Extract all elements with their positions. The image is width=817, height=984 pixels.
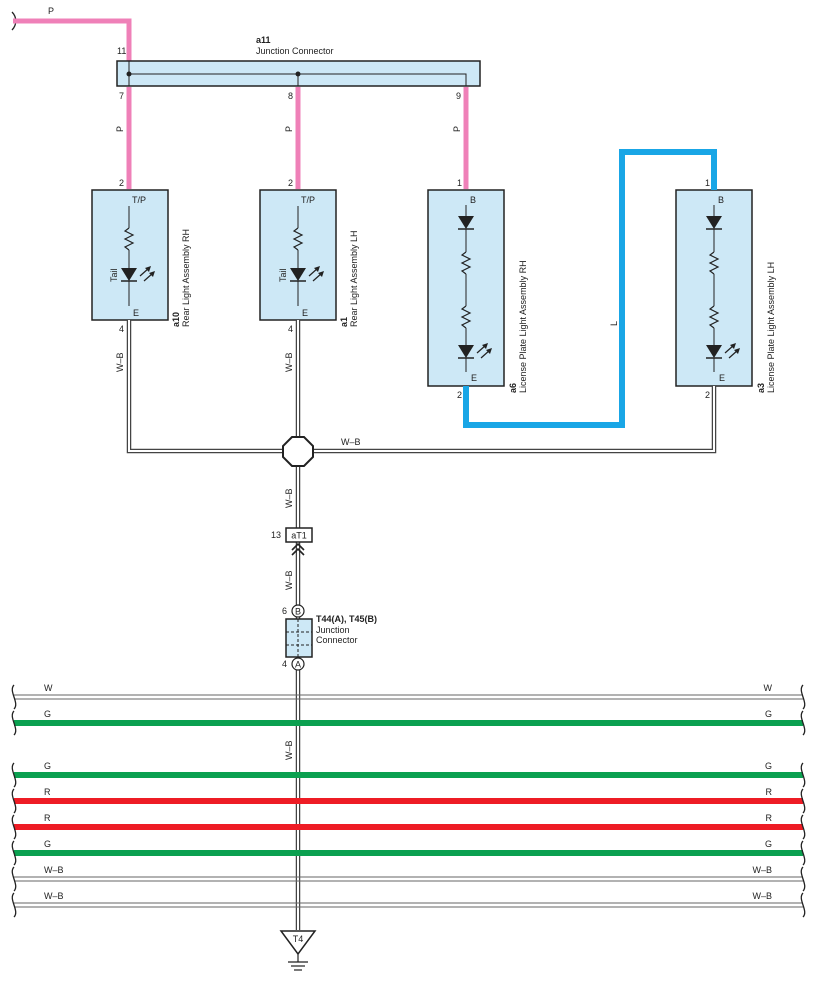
t44-pin-a: 4 <box>282 659 287 669</box>
rear-light-assembly-lh: T/P E Tail 2 4 a1 Rear Light Assembly LH <box>259 178 359 334</box>
plate-rh-name: License Plate Light Assembly RH <box>518 260 528 393</box>
at1-code: aT1 <box>291 531 307 541</box>
junction-connector-a11: a11 Junction Connector 11 7 8 9 <box>116 35 481 101</box>
plate-rh-e-label: E <box>471 373 477 383</box>
t44-code: T44(A), T45(B) <box>316 614 377 624</box>
wire-p-rear-lh: P <box>284 126 294 132</box>
license-plate-light-rh: B E 1 2 a6 License Plate Light Assembly … <box>427 178 528 400</box>
t44-mark-a: A <box>295 660 301 670</box>
led-emission-arrows-icon <box>724 343 740 359</box>
rear-rh-tp-label: T/P <box>132 195 146 205</box>
pink-drop-wires: P P P <box>115 87 469 189</box>
bus-wire-label-left: W <box>44 683 53 693</box>
wire-wb-lower: W–B <box>284 740 294 760</box>
ground-icon <box>288 954 308 971</box>
led-emission-arrows-icon <box>308 266 324 282</box>
bus-wire-label-left: R <box>44 787 51 797</box>
t44-pin-b: 6 <box>282 606 287 616</box>
bus-wire-label-left: W–B <box>44 865 64 875</box>
license-plate-light-lh: B E 1 2 a3 License Plate Light Assembly … <box>675 178 776 400</box>
at1-pin: 13 <box>271 530 281 540</box>
plate-lh-name: License Plate Light Assembly LH <box>766 262 776 393</box>
wire-wb-rear-lh: W–B <box>284 352 294 372</box>
rear-light-assembly-rh: T/P E Tail 2 4 a10 Rear Light Assembly R… <box>91 178 191 334</box>
plate-lh-pin-bottom: 2 <box>705 390 710 400</box>
rear-rh-tail-label: Tail <box>109 268 119 282</box>
blue-wire-color-label: L <box>609 321 619 326</box>
ground-t4: T4 <box>279 930 317 971</box>
bus-wire-label-right: G <box>765 839 772 849</box>
t44-name-line2: Connector <box>316 635 358 645</box>
a11-code: a11 <box>256 35 271 45</box>
bus-wire-label-right: R <box>766 787 773 797</box>
bus-wire-label-right: W–B <box>752 865 772 875</box>
blue-l-wire: L <box>463 149 717 428</box>
rear-rh-e-label: E <box>133 308 139 318</box>
bus-wire: W–B W–B <box>11 865 806 892</box>
rear-rh-code: a10 <box>171 312 181 327</box>
led-emission-arrows-icon <box>139 266 155 282</box>
plate-rh-pin-top: 1 <box>457 178 462 188</box>
rear-lh-pin-bottom: 4 <box>288 324 293 334</box>
plate-lh-pin-top: 1 <box>705 178 710 188</box>
bus-wire-label-left: W–B <box>44 891 64 901</box>
bus-wire-label-right: W–B <box>752 891 772 901</box>
bus-wire-label-left: G <box>44 761 51 771</box>
chevron-up-icon <box>291 542 305 556</box>
bus-wire-label-right: G <box>765 761 772 771</box>
bus-wire-label-left: G <box>44 839 51 849</box>
bus-wire: W–B W–B <box>11 891 806 918</box>
plate-rh-code: a6 <box>508 383 518 393</box>
bus-wire-label-right: R <box>766 813 773 823</box>
splice-wire-label: W–B <box>341 437 361 447</box>
t44-mark-b: B <box>295 607 301 617</box>
a11-pin-9: 9 <box>456 91 461 101</box>
a11-name: Junction Connector <box>256 46 334 56</box>
wire-wb-rear-rh: W–B <box>115 352 125 372</box>
plate-lh-e-label: E <box>719 373 725 383</box>
wire-p-rear-rh: P <box>115 126 125 132</box>
a11-pin-8: 8 <box>288 91 293 101</box>
rear-rh-name: Rear Light Assembly RH <box>181 229 191 327</box>
ground-code: T4 <box>293 934 304 944</box>
rear-lh-e-label: E <box>302 308 308 318</box>
rear-lh-tp-label: T/P <box>301 195 315 205</box>
splice-point-icon <box>282 436 314 467</box>
rear-rh-pin-bottom: 4 <box>119 324 124 334</box>
plate-rh-pin-bottom: 2 <box>457 390 462 400</box>
rear-lh-name: Rear Light Assembly LH <box>349 230 359 327</box>
bus-wire-label-right: W <box>764 683 773 693</box>
plate-lh-b-label: B <box>718 195 724 205</box>
a11-pin-7: 7 <box>119 91 124 101</box>
t44-name-line1: Junction <box>316 625 350 635</box>
wire-p-plate-rh: P <box>452 126 462 132</box>
wire-wb-middle: W–B <box>284 570 294 590</box>
rear-lh-code: a1 <box>339 317 349 327</box>
wire-wb-upper: W–B <box>284 488 294 508</box>
rear-lh-tail-label: Tail <box>278 268 288 282</box>
top-feed-wire: P <box>11 6 132 62</box>
rear-rh-pin-top: 2 <box>119 178 124 188</box>
bus-wire-label-left: G <box>44 709 51 719</box>
bus-wire-label-right: G <box>765 709 772 719</box>
rear-lh-pin-top: 2 <box>288 178 293 188</box>
plate-lh-code: a3 <box>756 383 766 393</box>
led-emission-arrows-icon <box>476 343 492 359</box>
connector-at1: aT1 13 <box>271 527 313 556</box>
bus-wire-label-left: R <box>44 813 51 823</box>
junction-connector-t44-t45: B A 6 4 T44(A), T45(B) Junction Connecto… <box>282 604 377 671</box>
top-wire-color-label: P <box>48 6 54 16</box>
plate-rh-b-label: B <box>470 195 476 205</box>
a11-pin-11: 11 <box>117 46 126 56</box>
